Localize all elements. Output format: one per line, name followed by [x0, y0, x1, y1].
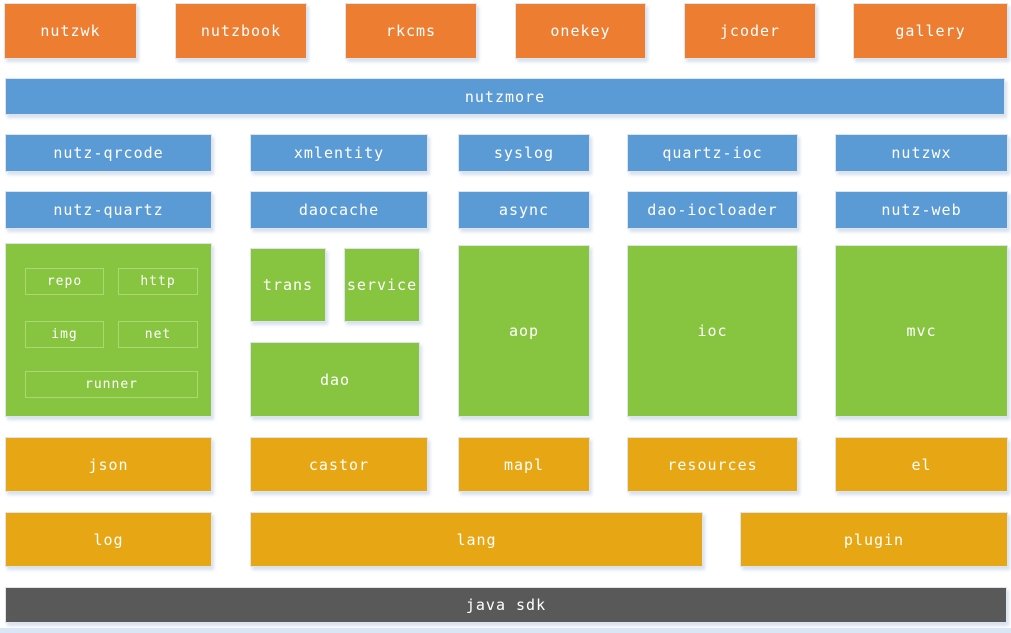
block-trans: trans	[250, 248, 326, 322]
block-aop: aop	[458, 245, 590, 417]
block-quartz-ioc: quartz-ioc	[627, 134, 798, 172]
block-java-sdk: java sdk	[5, 587, 1007, 623]
block-net: net	[118, 321, 198, 348]
block-nutz-quartz: nutz-quartz	[5, 191, 212, 229]
block-mvc: mvc	[835, 245, 1008, 417]
block-mapl: mapl	[458, 437, 590, 492]
block-nutz-web: nutz-web	[835, 191, 1008, 229]
block-nutzwk: nutzwk	[4, 3, 137, 59]
block-toolkit-group: repo http img net runner	[5, 243, 212, 417]
block-json: json	[5, 437, 212, 492]
block-lang: lang	[250, 512, 703, 567]
block-dao: dao	[250, 342, 420, 417]
block-service: service	[344, 248, 420, 322]
bottom-edge-strip	[0, 628, 1011, 633]
block-xmlentity: xmlentity	[250, 134, 428, 172]
block-repo: repo	[25, 268, 104, 295]
block-plugin: plugin	[740, 512, 1008, 567]
block-async: async	[458, 191, 590, 229]
block-syslog: syslog	[458, 134, 590, 172]
block-jcoder: jcoder	[684, 3, 816, 59]
block-nutzwx: nutzwx	[835, 134, 1008, 172]
block-http: http	[118, 268, 198, 295]
block-log: log	[5, 512, 212, 567]
block-runner: runner	[25, 371, 198, 398]
block-castor: castor	[250, 437, 428, 492]
block-gallery: gallery	[853, 3, 1008, 59]
block-resources: resources	[627, 437, 798, 492]
block-img: img	[25, 321, 104, 348]
block-rkcms: rkcms	[345, 3, 477, 59]
block-nutz-qrcode: nutz-qrcode	[5, 134, 212, 172]
block-nutzmore: nutzmore	[5, 78, 1005, 115]
block-dao-iocloader: dao-iocloader	[627, 191, 798, 229]
block-el: el	[835, 437, 1008, 492]
block-nutzbook: nutzbook	[175, 3, 307, 59]
block-ioc: ioc	[627, 245, 798, 417]
block-daocache: daocache	[250, 191, 428, 229]
block-onekey: onekey	[515, 3, 646, 59]
